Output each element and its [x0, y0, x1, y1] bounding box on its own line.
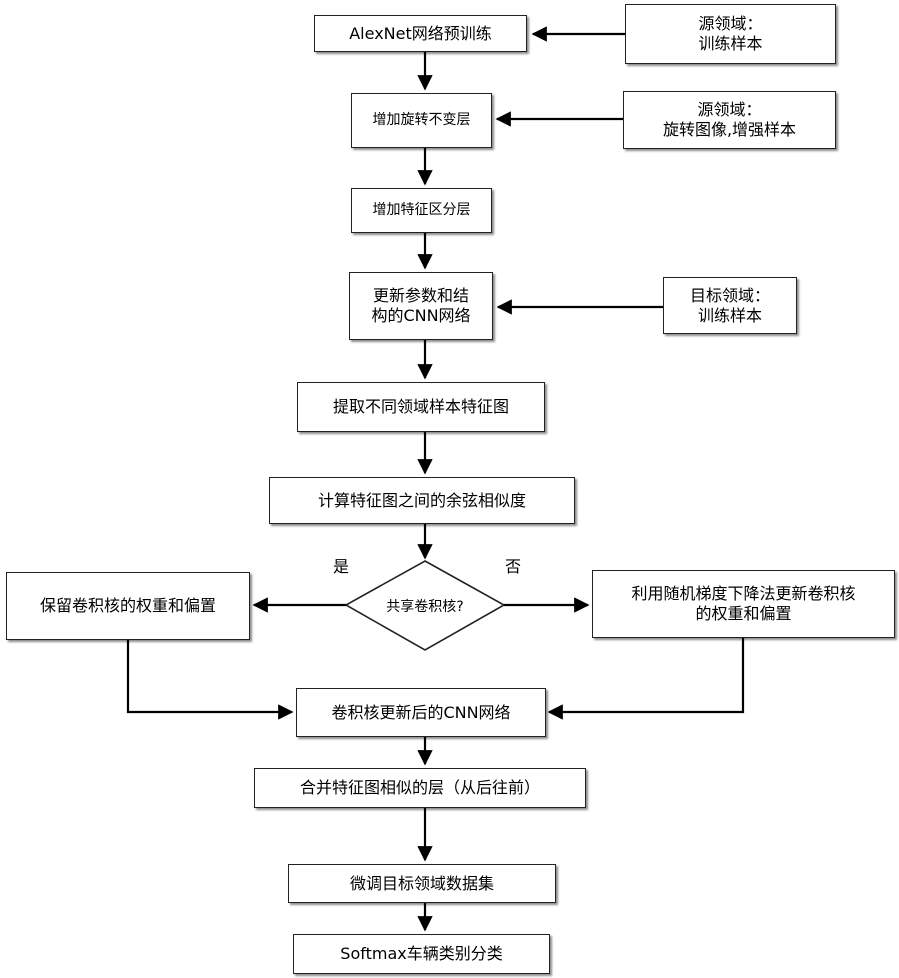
step-add-rotation-invariant-layer: 增加旋转不变层 [351, 93, 492, 148]
step-softmax-classify-label: Softmax车辆类别分类 [340, 944, 502, 964]
step-alexnet-pretrain: AlexNet网络预训练 [314, 15, 527, 52]
step-softmax-classify: Softmax车辆类别分类 [293, 934, 550, 974]
step-add-rotation-invariant-layer-label: 增加旋转不变层 [373, 112, 471, 130]
branch-sgd-update-line2: 的权重和偏置 [695, 604, 791, 624]
input-target-domain-train: 目标领域： 训练样本 [663, 277, 797, 334]
step-finetune-target: 微调目标领域数据集 [288, 864, 556, 903]
branch-sgd-update: 利用随机梯度下降法更新卷积核 的权重和偏置 [592, 570, 895, 638]
input-source-domain-train-line2: 训练样本 [698, 34, 762, 54]
step-add-feature-discrimination-layer: 增加特征区分层 [351, 188, 492, 233]
step-alexnet-pretrain-label: AlexNet网络预训练 [349, 24, 492, 44]
step-updated-cnn: 卷积核更新后的CNN网络 [296, 688, 546, 737]
input-source-domain-rotated-line2: 旋转图像,增强样本 [663, 120, 796, 140]
input-source-domain-train: 源领域： 训练样本 [625, 4, 836, 64]
decision-share-kernel-label: 共享卷积核? [372, 596, 478, 616]
branch-sgd-update-line1: 利用随机梯度下降法更新卷积核 [631, 584, 855, 604]
input-source-domain-rotated: 源领域： 旋转图像,增强样本 [623, 91, 836, 149]
step-finetune-target-label: 微调目标领域数据集 [350, 874, 494, 894]
decision-yes-label: 是 [333, 553, 349, 577]
step-update-cnn-line2: 构的CNN网络 [371, 306, 470, 326]
arrow-no-to-step7 [549, 638, 743, 712]
input-target-domain-train-line2: 训练样本 [698, 306, 762, 326]
step-update-cnn: 更新参数和结 构的CNN网络 [349, 272, 493, 340]
step-merge-similar-layers: 合并特征图相似的层（从后往前） [254, 768, 586, 808]
step-update-cnn-line1: 更新参数和结 [373, 286, 469, 306]
step-updated-cnn-label: 卷积核更新后的CNN网络 [331, 703, 510, 723]
step-cosine-similarity-label: 计算特征图之间的余弦相似度 [318, 491, 526, 511]
input-source-domain-train-line1: 源领域： [698, 14, 762, 34]
step-add-feature-discrimination-layer-label: 增加特征区分层 [373, 202, 471, 220]
input-target-domain-train-line1: 目标领域： [690, 286, 770, 306]
branch-keep-weights: 保留卷积核的权重和偏置 [6, 572, 250, 640]
decision-no-label: 否 [505, 553, 521, 577]
input-source-domain-rotated-line1: 源领域： [697, 100, 761, 120]
step-extract-feature-maps-label: 提取不同领域样本特征图 [333, 397, 509, 417]
step-extract-feature-maps: 提取不同领域样本特征图 [297, 382, 545, 432]
arrow-yes-to-step7 [128, 640, 292, 712]
step-cosine-similarity: 计算特征图之间的余弦相似度 [269, 477, 575, 524]
step-merge-similar-layers-label: 合并特征图相似的层（从后往前） [300, 778, 540, 798]
branch-keep-weights-label: 保留卷积核的权重和偏置 [40, 596, 216, 616]
